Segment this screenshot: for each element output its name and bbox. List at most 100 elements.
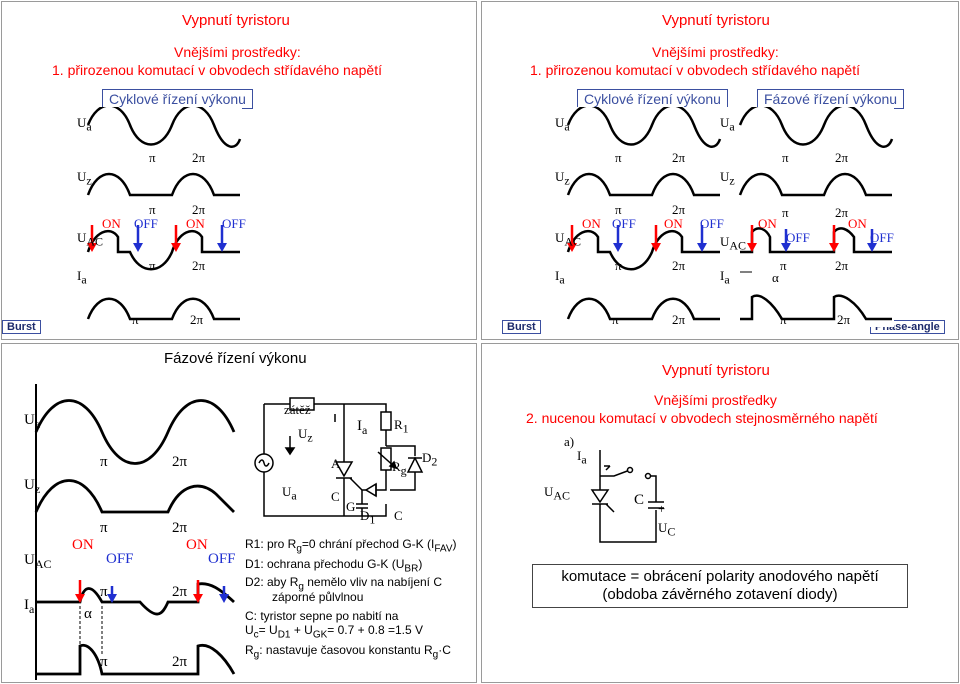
two-pi-label: 2π: [835, 205, 849, 220]
komutace-line2: (obdoba závěrného zotavení diody): [602, 586, 838, 603]
fig-label: a): [564, 434, 575, 449]
two-pi-label: 2π: [672, 202, 686, 217]
slide-cyklove-rizeni: Vypnutí tyristoru Vnějšími prostředky: 1…: [1, 1, 477, 340]
cyklove-rizeni-box: Cyklové řízení výkonu: [102, 89, 253, 109]
label-ia: Ia: [24, 597, 35, 616]
plus-label: +: [658, 501, 666, 516]
slide-fazove-rizeni: Fázové řízení výkonu Ua Uz UAC Ia π 2π π…: [1, 343, 477, 683]
note-rg: Rg: nastavuje časovou konstantu Rg·C: [245, 643, 451, 661]
state-off: OFF: [612, 216, 636, 231]
two-pi-label: 2π: [835, 150, 849, 165]
komutace-line1: komutace = obrácení polarity anodového n…: [561, 568, 879, 585]
state-on: ON: [848, 216, 867, 231]
waveform-area-phase: [722, 107, 894, 327]
two-pi-label: 2π: [837, 312, 851, 327]
komutace-box: komutace = obrácení polarity anodového n…: [532, 564, 908, 608]
note-c: C: tyristor sepne po nabití na: [245, 609, 399, 623]
slide-item: 1. přirozenou komutací v obvodech střída…: [52, 62, 382, 78]
slide-title: Vypnutí tyristoru: [662, 12, 770, 29]
r1-label: R1: [394, 417, 409, 436]
capacitor-label: C: [634, 492, 645, 508]
label-ua: Ua: [77, 115, 92, 134]
circuit-svg: [254, 397, 424, 517]
label-ua: Ua: [24, 412, 41, 431]
ua-waveform: [86, 107, 242, 148]
on-off-arrows: [87, 225, 227, 252]
waveform-graph: [738, 107, 894, 321]
state-on: ON: [102, 216, 121, 231]
two-pi-label: 2π: [835, 258, 849, 273]
state-on: ON: [758, 216, 777, 231]
slide-title: Vypnutí tyristoru: [182, 12, 290, 29]
cathode-label: C: [331, 489, 340, 504]
two-pi-label: 2π: [192, 202, 206, 217]
circuit-diagram: [250, 386, 436, 528]
state-off: OFF: [208, 551, 236, 567]
state-on: ON: [664, 216, 683, 231]
two-pi-label: 2π: [172, 584, 188, 600]
d1-label: D1: [360, 508, 376, 527]
note-d2: D2: aby Rg nemělo vliv na nabíjení C: [245, 575, 442, 593]
pi-label: π: [132, 312, 139, 327]
burst-tag: Burst: [2, 320, 41, 334]
label-ia-right: Ia: [720, 268, 730, 287]
two-pi-label: 2π: [672, 150, 686, 165]
note-uc: Uc= UD1 + UGK= 0.7 + 0.8 =1.5 V: [245, 623, 424, 641]
state-off: OFF: [700, 216, 724, 231]
uac-waveform: [86, 229, 240, 271]
state-off: OFF: [870, 230, 894, 245]
anode-label: A: [331, 456, 341, 471]
slide-cyklove-fazove: Vypnutí tyristoru Vnějšími prostředky: 1…: [481, 1, 959, 340]
state-off: OFF: [222, 216, 246, 231]
two-pi-label: 2π: [172, 520, 188, 536]
pi-label: π: [100, 520, 108, 536]
waveform-area-burst: [550, 107, 722, 327]
pi-label: π: [149, 202, 156, 217]
label-ia: Ia: [555, 268, 565, 287]
pi-label: π: [615, 202, 622, 217]
label-ia: Ia: [77, 268, 87, 287]
note-d1: D1: ochrana přechodu G-K (UBR): [245, 557, 423, 575]
pi-label: π: [615, 258, 622, 273]
waveform-area: [70, 107, 242, 327]
fazove-rizeni-box: Fázové řízení výkonu: [757, 89, 905, 109]
two-pi-label: 2π: [192, 150, 206, 165]
state-off: OFF: [134, 216, 158, 231]
uc-label: UC: [658, 520, 676, 539]
burst-tag: Burst: [502, 320, 541, 334]
two-pi-label: 2π: [672, 258, 686, 273]
label-uz-right: Uz: [720, 169, 735, 188]
slide-title: Vypnutí tyristoru: [662, 362, 770, 379]
label-ua: Ua: [555, 115, 570, 134]
ia-circuit-label: Ia: [357, 418, 368, 437]
slide-item: 2. nucenou komutací v obvodech stejnosmě…: [526, 410, 878, 426]
ia-label: Ia: [577, 448, 587, 467]
pi-label: π: [100, 654, 108, 670]
pi-label: π: [612, 312, 619, 327]
waveform-graph: [86, 107, 242, 321]
pi-label: π: [782, 150, 789, 165]
waveform-graph: [34, 384, 236, 680]
label-uz: Uz: [555, 169, 570, 188]
state-off: OFF: [106, 551, 134, 567]
label-uac: UAC: [24, 552, 52, 571]
slide-item: 1. přirozenou komutací v obvodech střída…: [530, 62, 860, 78]
note-d2-cont: záporné půlvlnou: [272, 590, 364, 604]
pi-label: π: [100, 584, 108, 600]
waveform-graph: [566, 107, 722, 321]
alpha-label: α: [772, 270, 779, 285]
state-on: ON: [186, 537, 208, 553]
capacitor-label: C: [394, 508, 403, 523]
label-uac-right: UAC: [720, 234, 747, 253]
label-uac: UAC: [77, 230, 104, 249]
gate-label: G: [346, 499, 356, 514]
two-pi-label: 2π: [192, 258, 206, 273]
two-pi-label: 2π: [172, 654, 188, 670]
rg-label: Rg: [392, 459, 407, 478]
slide-subtitle: Vnějšími prostředky: [654, 392, 777, 408]
waveform-area: [20, 384, 238, 680]
state-off: OFF: [786, 230, 810, 245]
two-pi-label: 2π: [172, 454, 188, 470]
pi-label: π: [782, 205, 789, 220]
state-on: ON: [186, 216, 205, 231]
